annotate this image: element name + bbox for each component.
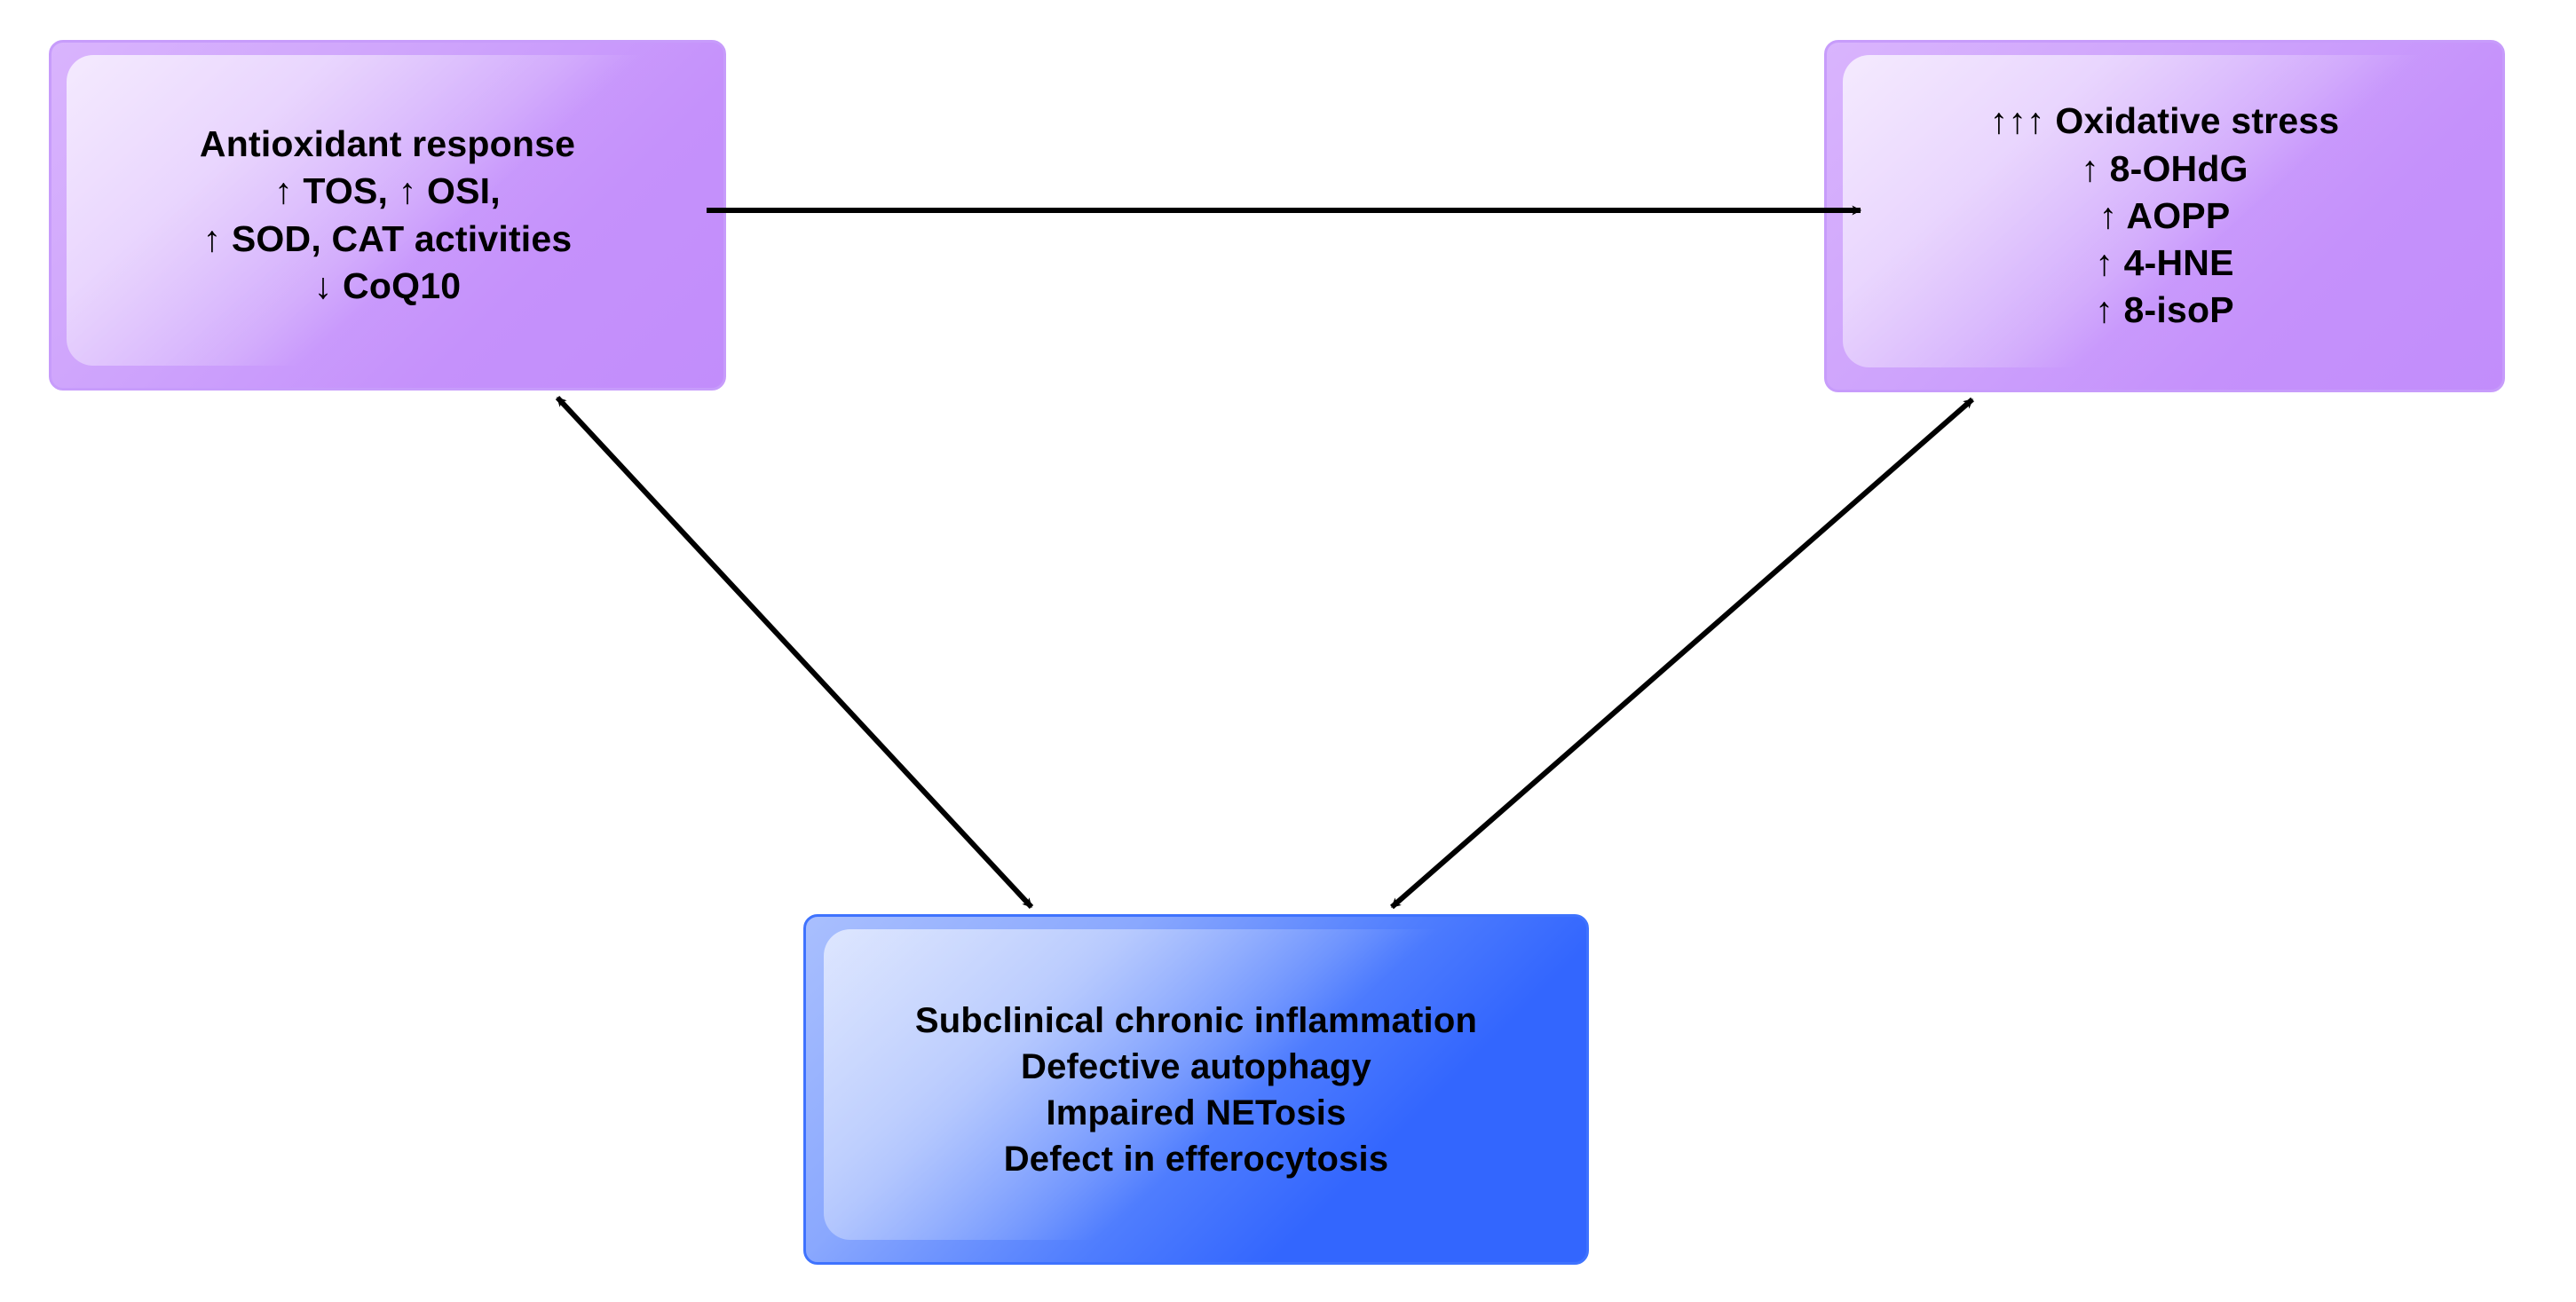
edge-antioxidant-inflammation	[555, 395, 1034, 910]
edge-oxidative-inflammation	[1390, 397, 1974, 910]
